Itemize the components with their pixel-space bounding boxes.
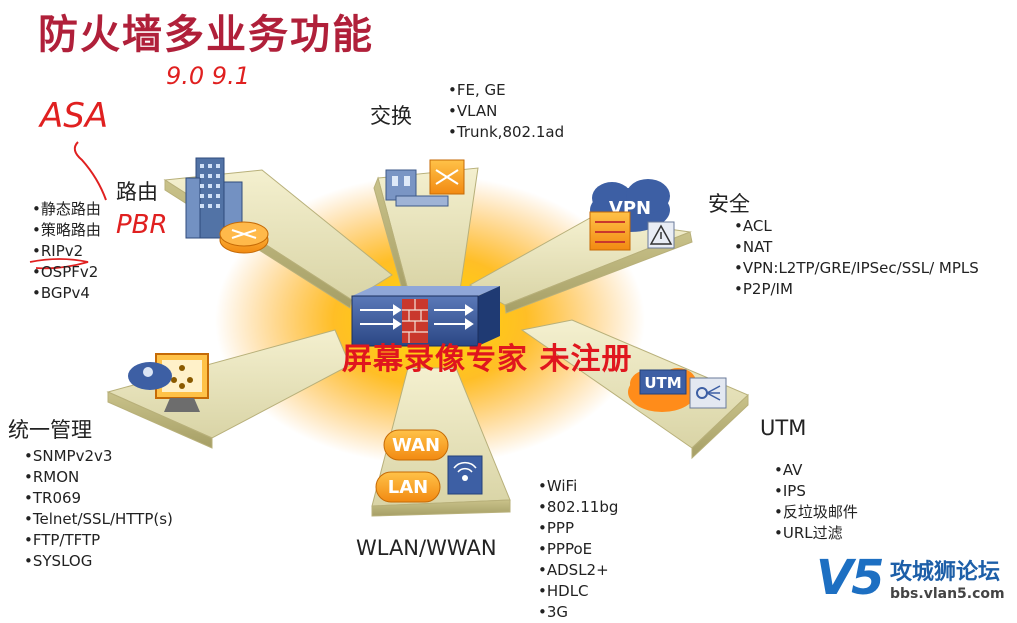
handwritten-version-note: 9.0 9.1: [166, 62, 250, 90]
warning-icon: [647, 221, 675, 249]
logo-url: bbs.vlan5.com: [890, 586, 1005, 602]
firewall-icon: [351, 286, 500, 347]
lan-icon: LAN: [375, 471, 441, 503]
switch-icon: [385, 159, 465, 207]
wan-icon: WAN: [383, 429, 449, 461]
utm-cloud-icon: UTM: [628, 368, 696, 412]
category-label-utm: UTM: [760, 416, 807, 440]
site-logo: V5 攻城狮论坛 bbs.vlan5.com: [816, 550, 1012, 616]
list-item: FTP/TFTP: [24, 530, 173, 551]
utm-device-icon: [689, 377, 727, 409]
monitor-icon: [128, 353, 209, 412]
list-item: WiFi: [538, 476, 618, 497]
category-label-routing: 路由: [116, 180, 158, 204]
category-label-management: 统一管理: [8, 418, 92, 442]
page-title: 防火墙多业务功能: [38, 12, 374, 58]
utm-label: UTM: [644, 374, 681, 392]
list-item: SNMPv2v3: [24, 446, 173, 467]
logo-mark: V5: [816, 550, 885, 606]
handwritten-asa-note: ASA: [40, 96, 109, 136]
buildings-icon: [185, 157, 243, 239]
list-item: RIPv2: [32, 241, 101, 262]
list-item: Trunk,802.1ad: [448, 122, 564, 143]
list-item: ADSL2+: [538, 560, 618, 581]
list-item: 静态路由: [32, 199, 101, 220]
list-item: VLAN: [448, 101, 564, 122]
list-item: AV: [774, 460, 858, 481]
list-item: 策略路由: [32, 220, 101, 241]
category-label-security: 安全: [708, 192, 750, 216]
security-firewall-icon: [589, 211, 631, 251]
handwritten-arrow-mark: [73, 141, 107, 201]
list-item: 802.11bg: [538, 497, 619, 518]
list-item: RMON: [24, 467, 173, 488]
utm-feature-list: AV IPS 反垃圾邮件 URL过滤: [774, 460, 858, 544]
list-item: OSPFv2: [32, 262, 101, 283]
list-item: PPPoE: [538, 539, 618, 560]
list-item: HDLC: [538, 581, 618, 602]
wlan-feature-list: WiFi 802.11bg PPP PPPoE ADSL2+ HDLC 3G: [538, 476, 619, 623]
list-item: 反垃圾邮件: [774, 502, 858, 523]
lan-label: LAN: [388, 477, 428, 498]
list-item: ACL: [734, 216, 979, 237]
router-icon: [219, 221, 269, 254]
list-item: IPS: [774, 481, 858, 502]
wan-label: WAN: [392, 435, 440, 456]
list-item: VPN:L2TP/GRE/IPSec/SSL/ MPLS: [734, 258, 979, 279]
list-item: BGPv4: [32, 283, 101, 304]
category-label-wlan: WLAN/WWAN: [356, 536, 497, 560]
security-feature-list: ACL NAT VPN:L2TP/GRE/IPSec/SSL/ MPLS P2P…: [734, 216, 979, 300]
list-item: 3G: [538, 602, 618, 623]
routing-feature-list: 静态路由 策略路由 RIPv2 OSPFv2 BGPv4: [32, 199, 101, 304]
recorder-watermark: 屏幕录像专家 未注册: [342, 342, 633, 377]
logo-name: 攻城狮论坛: [890, 560, 1001, 585]
list-item: NAT: [734, 237, 979, 258]
wireless-icon: [447, 455, 483, 495]
list-item: TR069: [24, 488, 173, 509]
list-item: PPP: [538, 518, 618, 539]
category-label-switching: 交换: [370, 104, 412, 128]
list-item: FE, GE: [448, 80, 564, 101]
management-feature-list: SNMPv2v3 RMON TR069 Telnet/SSL/HTTP(s) F…: [24, 446, 173, 572]
list-item: Telnet/SSL/HTTP(s): [24, 509, 173, 530]
list-item: URL过滤: [774, 523, 858, 544]
handwritten-pbr-note: PBR: [116, 210, 168, 240]
list-item: P2P/IM: [734, 279, 979, 300]
list-item: SYSLOG: [24, 551, 173, 572]
switching-feature-list: FE, GE VLAN Trunk,802.1ad: [448, 80, 564, 143]
